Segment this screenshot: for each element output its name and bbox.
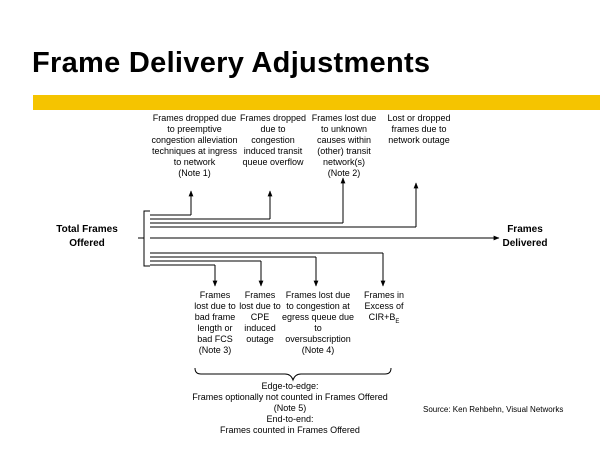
source-credit: Source: Ken Rehbehn, Visual Networks bbox=[423, 405, 564, 414]
accent-band bbox=[33, 95, 600, 110]
bottom-label-bad-fcs: Frames lost due to bad frame length or b… bbox=[194, 290, 236, 355]
excess-cir-text: Frames in Excess of CIR+B bbox=[363, 290, 404, 322]
bottom-label-cpe-outage: Frames lost due to CPE induced outage bbox=[239, 290, 281, 344]
edge-end-footnote: Edge-to-edge: Frames optionally not coun… bbox=[192, 381, 388, 435]
top-label-transit-queue: Frames dropped due to congestion induced… bbox=[239, 113, 307, 167]
bottom-label-egress-congestion: Frames lost due to congestion at egress … bbox=[281, 290, 355, 355]
excess-cir-subscript: E bbox=[395, 318, 400, 325]
footnote-brace bbox=[194, 367, 392, 382]
bottom-label-excess-cir: Frames in Excess of CIR+BE bbox=[356, 290, 412, 328]
frames-delivered-label: Frames Delivered bbox=[502, 224, 548, 249]
top-label-unknown-causes: Frames lost due to unknown causes within… bbox=[311, 113, 377, 178]
top-label-outage: Lost or dropped frames due to network ou… bbox=[387, 113, 451, 145]
page-title: Frame Delivery Adjustments bbox=[32, 47, 431, 79]
top-label-preemptive: Frames dropped due to preemptive congest… bbox=[151, 113, 238, 178]
offered-bracket bbox=[138, 210, 150, 267]
total-frames-offered-label: Total Frames Offered bbox=[56, 224, 118, 249]
